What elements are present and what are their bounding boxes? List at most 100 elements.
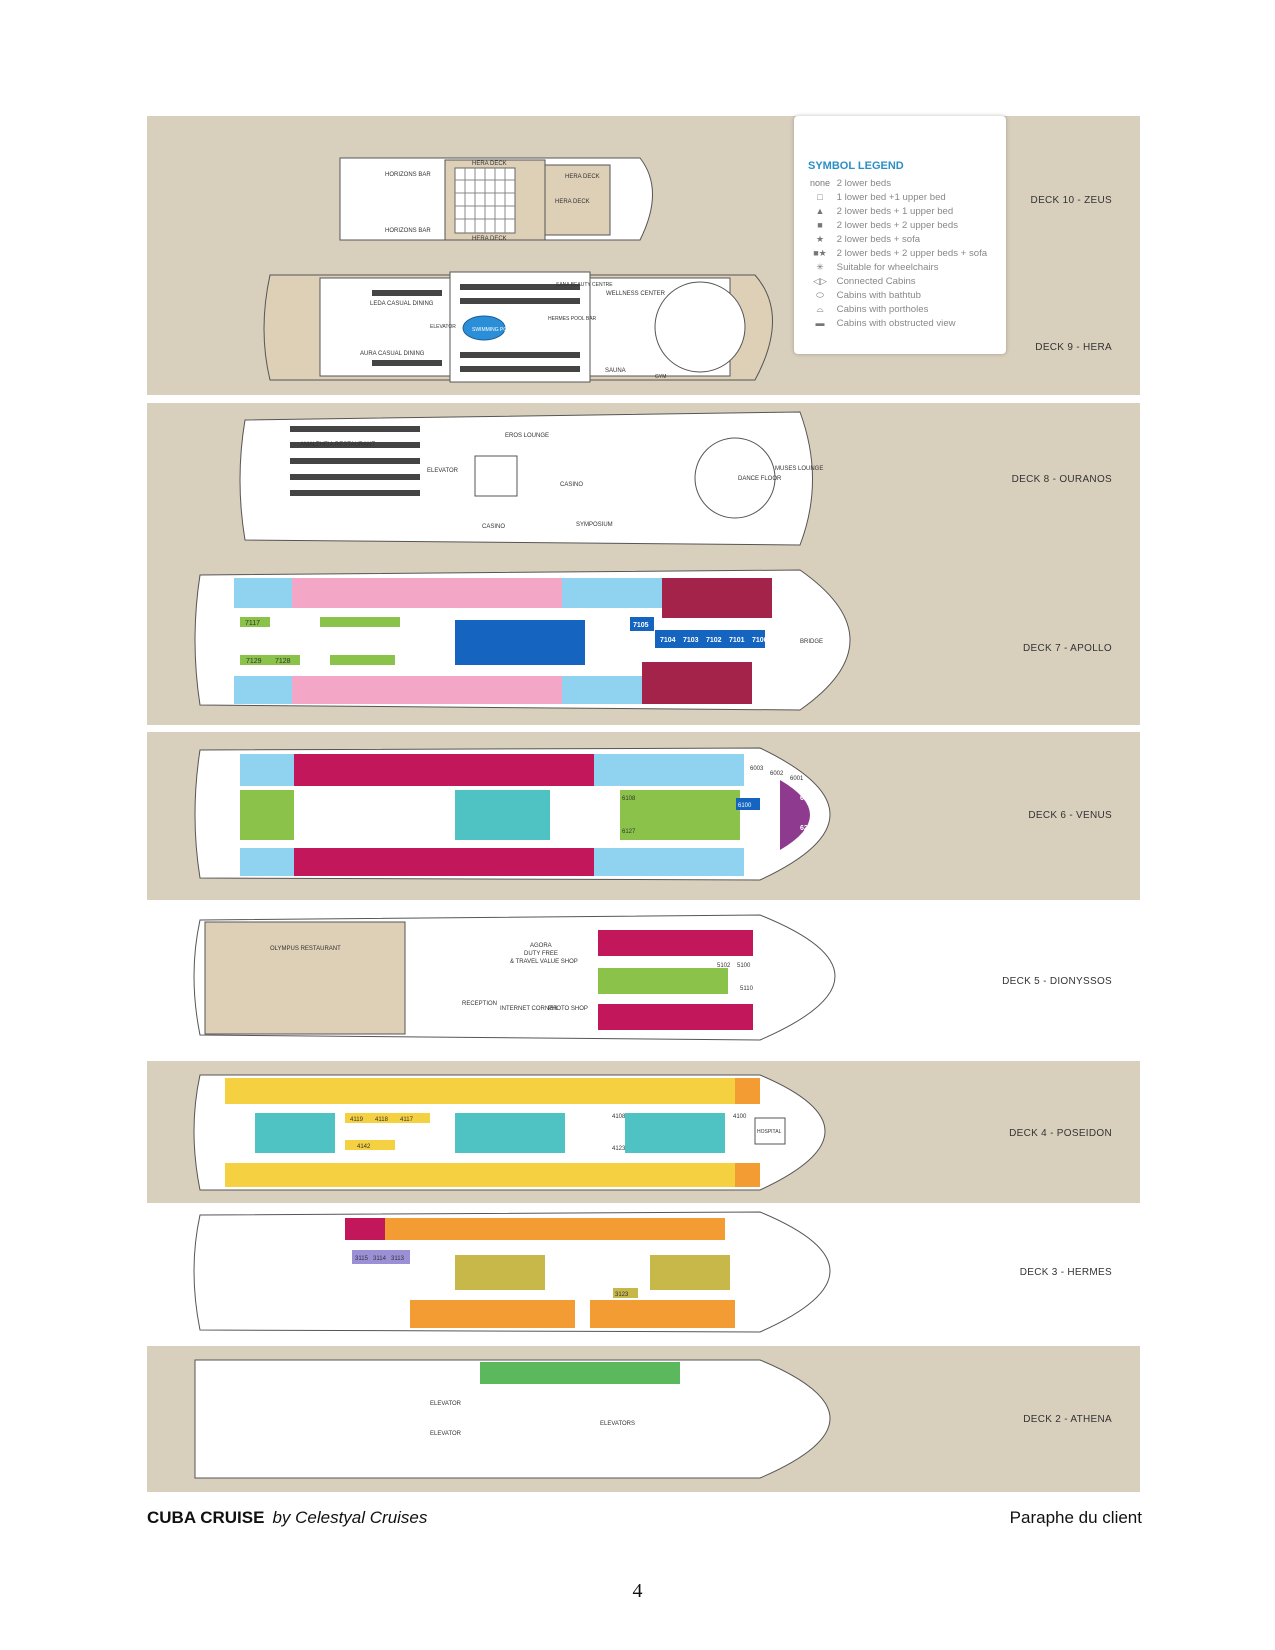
deck3-cabin: 3113 [391,1256,405,1262]
deck5-label: DUTY FREE [524,951,558,957]
deck8-tables [290,426,420,496]
deck5-label: AGORA [530,943,552,949]
deck8-label: CASINO [482,524,505,530]
legend-row: ⌓ Cabins with portholes [806,304,928,315]
deck5-label: PHOTO SHOP [548,1006,588,1012]
deck-label: DECK 6 - VENUS [1028,810,1112,821]
legend-row: ▲ 2 lower beds + 1 upper bed [806,206,954,217]
legend-symbol: ✳ [816,262,824,272]
deck9-label: LEDA CASUAL DINING [370,301,434,307]
deck6-cabin: 6108 [622,796,636,802]
deck-label: DECK 7 - APOLLO [1023,643,1112,654]
deck9-label: SANA BEAUTY CENTRE [556,282,613,288]
legend-text: 2 lower beds + sofa [836,234,921,245]
swimming-pool [462,315,506,341]
deck8-label: MUSES LOUNGE [775,466,823,472]
deck6-cabins-bottom [240,848,744,876]
legend-text: 2 lower beds + 2 upper beds + sofa [836,248,988,259]
deck8-lounge [694,437,776,519]
client-initials: Paraphe du client [1009,1508,1142,1527]
legend-row: ✳ Suitable for wheelchairs [806,262,939,273]
legend-symbol: □ [817,192,823,202]
deck7-cabin: 7128 [275,658,291,665]
deck6-cabin: 6100 [738,803,752,809]
deck3-cabin: 3123 [615,1292,629,1298]
deck10-label: HERA DECK [472,161,507,167]
legend-row: ■★ 2 lower beds + 2 upper beds + sofa [806,248,987,259]
deck6-cabin: 6000 [800,795,816,802]
deck6-cabin: 6003 [750,766,764,772]
deck8-label: ELEVATOR [427,468,459,474]
legend-title: SYMBOL LEGEND [808,160,904,172]
deck5-label: INTERNET CORNER [500,1006,558,1012]
deck5-cabin: 5100 [737,963,751,969]
legend-text: Cabins with bathtub [836,290,921,301]
deck-label: DECK 5 - DIONYSSOS [1002,976,1112,987]
deck5-label: RECEPTION [462,1001,497,1007]
legend-text: Suitable for wheelchairs [836,262,939,273]
legend-row: ⬭ Cabins with bathtub [806,290,921,301]
legend-symbol: ■ [817,220,823,230]
footer-title: CUBA CRUISE by Celestyal Cruises [147,1508,427,1528]
deck7-cabin: 7104 [660,637,676,644]
legend-row: none 2 lower beds [806,178,891,189]
deck-label: DECK 3 - HERMES [1019,1267,1112,1278]
deck8-label: AMALTHEIA RESTAURANT [300,442,375,448]
deck7-cabin: 7103 [683,637,699,644]
deck9-label: HERMES POOL BAR [548,316,597,322]
deck7-label: BRIDGE [800,639,823,645]
deck6-cabins-top [240,754,744,786]
deck3-cabin: 3115 [355,1256,369,1262]
deck4-cabin: 4108 [612,1114,626,1120]
deck5-restaurant [204,921,406,1035]
legend-symbol: ■★ [813,248,827,258]
deck9-rotunda [654,281,746,373]
deck6-suites [780,780,810,850]
symbol-legend: SYMBOL LEGEND none 2 lower beds □ 1 lowe… [794,116,1006,354]
deck6-cabin: 6001 [790,776,804,782]
legend-symbol: ▲ [815,206,825,216]
deck8-label: EROS LOUNGE [505,433,549,439]
deck6-cabin: 6200 [800,825,816,832]
legend-text: 2 lower beds [836,178,892,189]
deck6-mid [455,790,550,840]
legend-symbol: ▬ [815,318,825,328]
deck3-cabin: 3114 [373,1256,387,1262]
legend-row: ■ 2 lower beds + 2 upper beds [806,220,958,231]
legend-row: ▬ Cabins with obstructed view [806,318,956,329]
deck5-cabin: 5102 [717,963,731,969]
deck10-label: HERA DECK [565,174,600,180]
legend-symbol: ⌓ [816,304,824,314]
deck2-label: ELEVATOR [430,1431,462,1437]
legend-symbol: none [809,178,831,188]
deck10-label: HORIZONS BAR [385,172,431,178]
deck2-label: ELEVATORS [600,1421,635,1427]
deck8-label: SYMPOSIUM [576,522,613,528]
deck10-label: HERA DECK [555,199,590,205]
deck9-label: SAUNA [605,368,626,374]
deck4-cabin: 4117 [400,1117,414,1123]
legend-text: Cabins with obstructed view [836,318,956,329]
deck4-label: HOSPITAL [757,1129,782,1135]
deck4-cabin: 4100 [733,1114,747,1120]
deck9-label: AURA CASUAL DINING [360,351,425,357]
deck10-grid-lines [455,168,515,233]
deck9-label: GYM [655,374,666,380]
legend-text: Connected Cabins [836,276,916,287]
deck3-cabins [345,1218,735,1328]
deck10-label: HORIZONS BAR [385,228,431,234]
deck6-cabin: 6002 [770,771,784,777]
legend-row: ◁▷ Connected Cabins [806,276,916,287]
legend-symbol: ◁▷ [813,276,827,286]
deck-label: DECK 4 - POSEIDON [1009,1128,1112,1139]
deck7-cabin: 7117 [245,620,260,627]
deck7-cabin: 7100 [752,637,768,644]
deck-label: DECK 8 - OURANOS [1011,474,1112,485]
deck7-cabin: 7129 [246,658,262,665]
legend-text: 1 lower bed +1 upper bed [836,192,946,203]
legend-text: 2 lower beds + 1 upper bed [836,206,954,217]
brand-title: CUBA CRUISE [147,1508,265,1527]
brand-byline: by Celestyal Cruises [272,1508,428,1527]
deck9-label: ELEVATOR [430,324,456,330]
legend-symbol: ★ [815,234,825,244]
